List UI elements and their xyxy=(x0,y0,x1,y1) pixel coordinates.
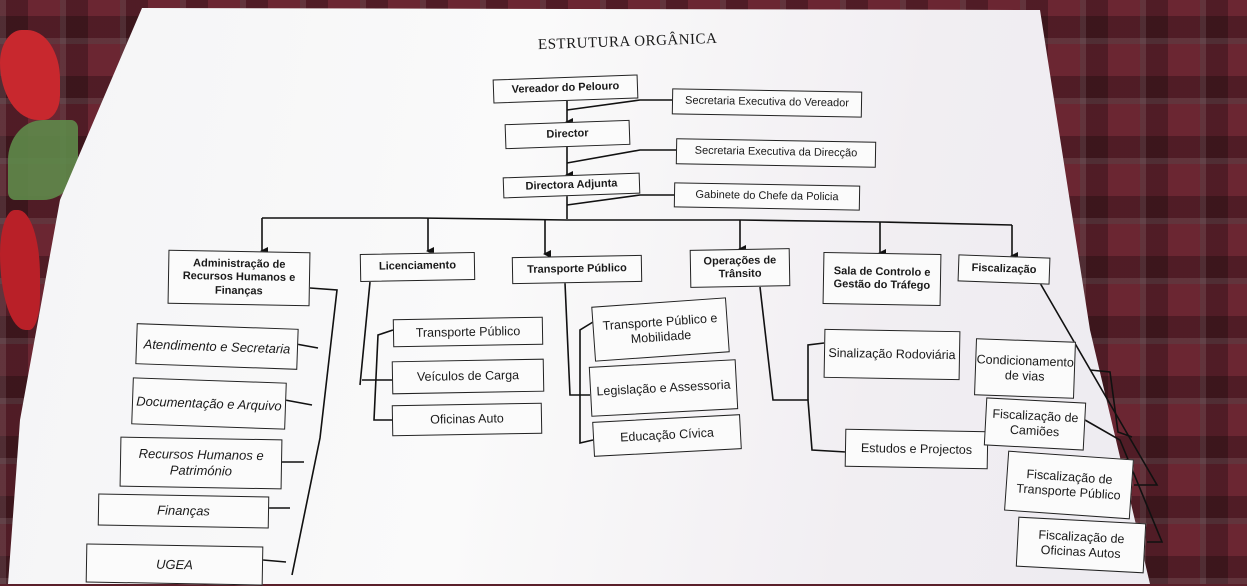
admin-unit-node: Documentação e Arquivo xyxy=(131,377,287,430)
director-node: Director xyxy=(504,119,631,150)
vereador-node: Vereador do Pelouro xyxy=(492,74,639,104)
admin-unit-node: Recursos Humanos e Património xyxy=(119,436,283,490)
dept-licenciamento-node: Licenciamento xyxy=(359,251,476,283)
admin-unit-node: UGEA xyxy=(85,543,264,586)
licenciamento-unit-node: Oficinas Auto xyxy=(391,402,543,437)
dept-transporte-node: Transporte Público xyxy=(511,254,643,285)
transporte-unit-node: Transporte Público e Mobilidade xyxy=(591,297,730,362)
licenciamento-unit-node: Veículos de Carga xyxy=(391,358,545,395)
fiscalizacao-unit-node: Fiscalização de Camiões xyxy=(983,397,1087,451)
dept-fiscalizacao-node: Fiscalização xyxy=(957,254,1051,285)
sala-unit-node: Sinalização Rodoviária xyxy=(823,328,961,381)
transporte-unit-node: Legislação e Assessoria xyxy=(588,359,739,417)
sec-direccao-node: Secretaria Executiva da Direcção xyxy=(675,138,877,168)
fiscalizacao-unit-node: Fiscalização de Transporte Público xyxy=(1004,450,1134,520)
gabinete-node: Gabinete do Chefe da Policia xyxy=(673,182,861,211)
dept-admin-node: Administração de Recursos Humanos e Fina… xyxy=(167,249,311,307)
dept-sala-node: Sala de Controlo e Gestão do Tráfego xyxy=(822,251,942,307)
sec-vereador-node: Secretaria Executiva do Vereador xyxy=(671,88,863,118)
dept-operacoes-node: Operações de Trânsito xyxy=(689,248,791,288)
fiscalizacao-unit-node: Fiscalização de Oficinas Autos xyxy=(1015,516,1147,574)
fiscalizacao-unit-node: Condicionamento de vias xyxy=(974,338,1076,399)
sala-unit-node: Estudos e Projectos xyxy=(844,428,989,470)
licenciamento-unit-node: Transporte Público xyxy=(392,316,544,348)
admin-unit-node: Finanças xyxy=(97,493,270,529)
admin-unit-node: Atendimento e Secretaria xyxy=(135,323,299,370)
